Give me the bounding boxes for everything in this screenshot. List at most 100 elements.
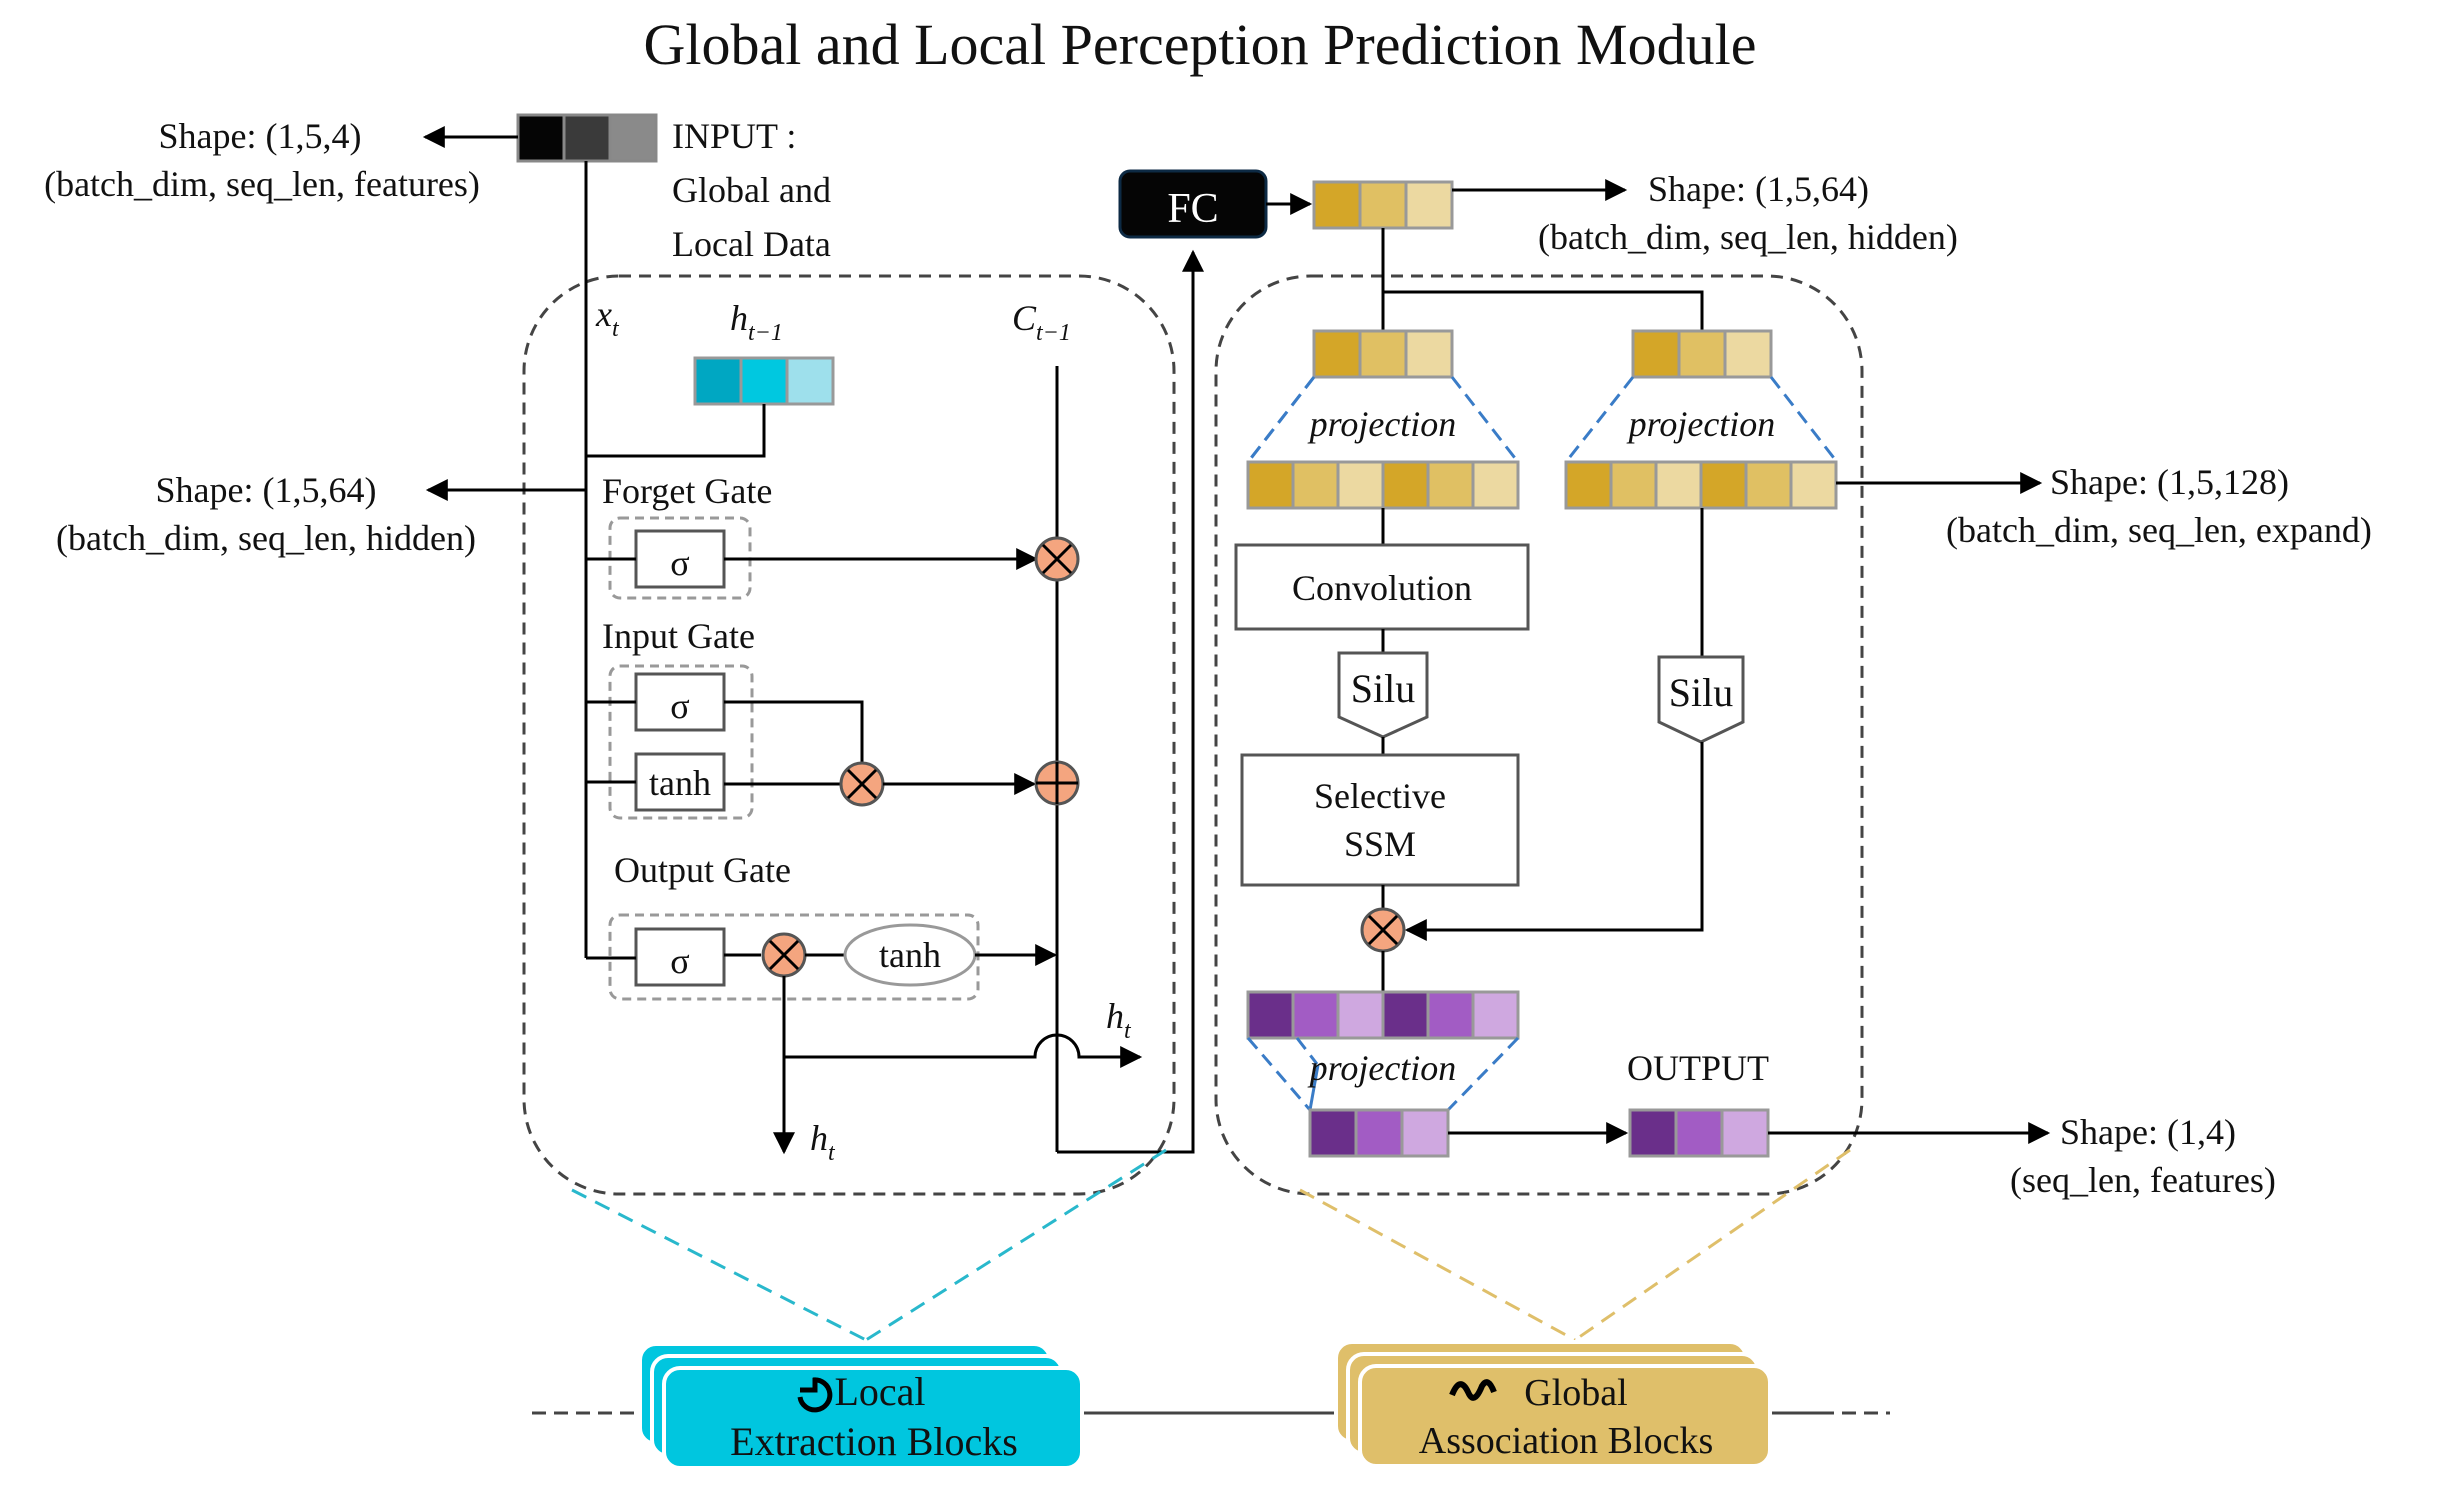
global-block-front: [1358, 1364, 1772, 1468]
left-proj-line-b: [1450, 376, 1520, 463]
global-block-line1: Global: [1524, 1372, 1627, 1414]
left-silu-label: Silu: [1351, 666, 1415, 711]
expand-dims-label: (batch_dim, seq_len, expand): [1946, 510, 2372, 550]
input-cell-3: [608, 113, 658, 163]
right-silu-to-mul: [1404, 742, 1704, 941]
output-sigma-box: [634, 927, 726, 987]
right-projection-label: projection: [1626, 404, 1776, 444]
purple-exp-cell-4: [1381, 990, 1430, 1040]
h-prev-cell-3: [785, 356, 835, 406]
output-multiply-op: [761, 932, 807, 978]
right-in-cell-1: [1631, 329, 1681, 379]
input-label-line2: Global and: [672, 170, 831, 210]
input-sigma-box: [634, 672, 726, 732]
output-tensor: [1628, 1108, 1770, 1158]
h-prev-label: ht−1: [730, 298, 783, 346]
fc-out-cell-1: [1312, 180, 1362, 230]
global-block-icon: [1449, 1379, 1497, 1401]
output-dims-label: (seq_len, features): [2010, 1160, 2276, 1200]
forget-gate-label: Forget Gate: [602, 471, 772, 511]
fc-dims-label: (batch_dim, seq_len, hidden): [1538, 217, 1958, 257]
h-prev-cell-2: [739, 356, 789, 406]
left-exp-cell-6: [1471, 460, 1520, 510]
left-proj-line-a: [1246, 376, 1316, 463]
out-proj-line-a: [1295, 1037, 1319, 1065]
purple-exp-cell-2: [1291, 990, 1340, 1040]
output-shape-label: Shape: (1,4): [2060, 1112, 2236, 1152]
purple-proj-cell-1: [1308, 1108, 1358, 1158]
left-expanded-tensor: [1246, 460, 1520, 510]
right-branch-in-tensor: [1631, 329, 1773, 379]
fc-shape-label: Shape: (1,5,64): [1648, 169, 1869, 209]
input-tanh-box: [634, 752, 726, 812]
right-exp-cell-6: [1789, 460, 1838, 510]
right-expanded-tensor: [1564, 460, 1838, 510]
expand-shape-label: Shape: (1,5,128): [2050, 462, 2289, 502]
input-gate-label: Input Gate: [602, 616, 755, 656]
hidden-dims-label: (batch_dim, seq_len, hidden): [56, 518, 476, 558]
purple-exp-cell-3: [1336, 990, 1385, 1040]
left-exp-cell-4: [1381, 460, 1430, 510]
right-in-cell-2: [1677, 329, 1727, 379]
forget-multiply-op: [1034, 536, 1080, 582]
local-block-line1: Local: [834, 1369, 925, 1414]
input-dims-label: (batch_dim, seq_len, features): [44, 164, 480, 204]
input-sigma-label: σ: [670, 686, 689, 726]
forget-sigma-box: [634, 529, 726, 589]
purple-proj-cell-3: [1400, 1108, 1450, 1158]
lstm-to-local-line-b: [865, 1148, 1167, 1342]
out-proj-line-b: [1308, 1064, 1320, 1111]
output-label: OUTPUT: [1627, 1048, 1769, 1088]
input-shape-label: Shape: (1,5,4): [159, 116, 362, 156]
left-in-cell-3: [1404, 329, 1454, 379]
purple-proj-cell-2: [1354, 1108, 1404, 1158]
gate-multiply-op: [1360, 907, 1406, 953]
output-sigma-label: σ: [670, 941, 689, 981]
output-cell-3: [1720, 1108, 1770, 1158]
x-t-label: xt: [595, 294, 620, 342]
lstm-to-fc-line: [1057, 249, 1204, 1154]
output-cell-2: [1674, 1108, 1724, 1158]
h-t-down-label: ht: [810, 1118, 836, 1166]
out-proj-line-c: [1246, 1037, 1312, 1111]
out-proj-line-d: [1446, 1036, 1520, 1112]
left-in-cell-1: [1312, 329, 1362, 379]
input-tanh-label: tanh: [649, 763, 711, 803]
mamba-block-frame: [1214, 274, 1864, 1196]
mamba-to-global-line-b: [1574, 1148, 1851, 1342]
diagram-title: Global and Local Perception Prediction M…: [644, 12, 1757, 77]
left-exp-cell-3: [1336, 460, 1385, 510]
forget-sigma-label: σ: [670, 543, 689, 583]
input-cell-1: [516, 113, 566, 163]
right-exp-cell-1: [1564, 460, 1613, 510]
h-t-right-label: ht: [1106, 996, 1132, 1044]
input-sigma-out: [724, 700, 864, 762]
local-block-line2: Extraction Blocks: [730, 1419, 1018, 1464]
left-exp-cell-5: [1426, 460, 1475, 510]
right-in-cell-3: [1723, 329, 1773, 379]
h-prev-tensor: [693, 356, 835, 406]
local-block-front: [662, 1366, 1084, 1470]
right-exp-cell-3: [1654, 460, 1703, 510]
left-exp-cell-2: [1291, 460, 1340, 510]
purple-exp-cell-5: [1426, 990, 1475, 1040]
left-branch-in-tensor: [1312, 329, 1454, 379]
local-block-icon: [797, 1377, 833, 1413]
purple-exp-cell-6: [1471, 990, 1520, 1040]
output-tanh-label: tanh: [879, 935, 941, 975]
left-projection-label: projection: [1307, 404, 1457, 444]
output-projection-label: projection: [1307, 1048, 1457, 1088]
right-silu-shape: [1657, 655, 1745, 744]
selective-ssm-box: [1240, 753, 1520, 887]
fc-out-cell-3: [1404, 180, 1454, 230]
purple-expanded-tensor: [1246, 990, 1520, 1040]
purple-exp-cell-1: [1246, 990, 1295, 1040]
left-in-cell-2: [1358, 329, 1408, 379]
mamba-to-global-line-a: [1299, 1188, 1576, 1342]
hidden-shape-label: Shape: (1,5,64): [156, 470, 377, 510]
split-branch: [1383, 290, 1704, 331]
output-cell-1: [1628, 1108, 1678, 1158]
input-cell-2: [562, 113, 612, 163]
